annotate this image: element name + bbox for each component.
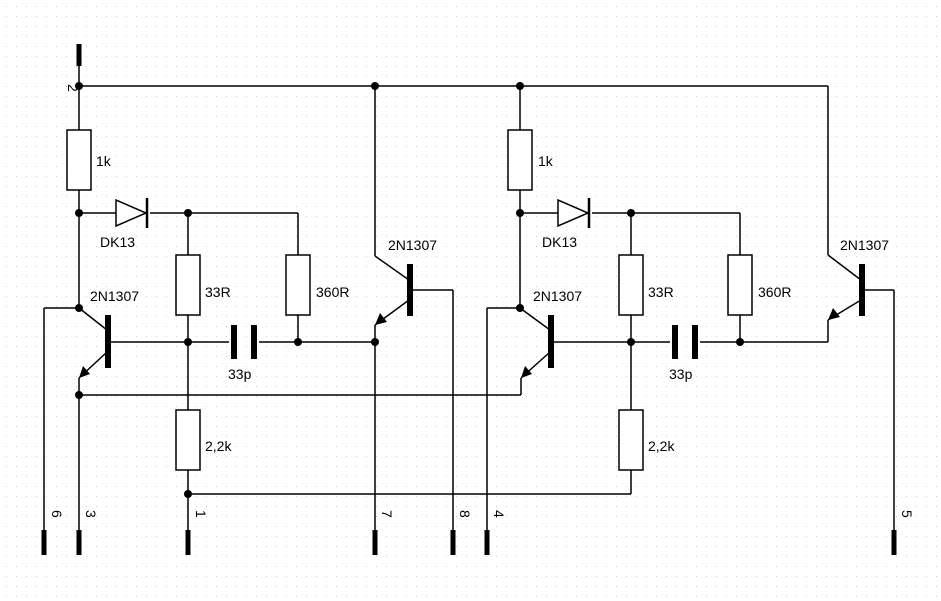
pin-stubs xyxy=(41,44,897,555)
left-label-diode: DK13 xyxy=(100,234,135,250)
left-capacitor-33p xyxy=(231,325,257,359)
right-label-r33: 33R xyxy=(648,284,674,300)
right-label-r-bottom: 2,2k xyxy=(648,438,675,454)
right-capacitor-33p xyxy=(672,325,698,359)
right-label-cap: 33p xyxy=(669,366,693,382)
left-label-q2: 2N1307 xyxy=(388,237,437,253)
left-label-r360: 360R xyxy=(316,284,349,300)
pin-label-4: 4 xyxy=(491,510,507,518)
left-transistor-q2 xyxy=(374,255,413,342)
right-transistor-q1 xyxy=(519,307,554,379)
wires xyxy=(43,66,895,530)
left-label-r-top: 1k xyxy=(96,153,112,169)
right-stage xyxy=(507,129,865,471)
right-transistor-q2 xyxy=(827,254,865,321)
pin-label-8: 8 xyxy=(457,510,473,518)
left-transistor-q1 xyxy=(78,307,111,395)
pin-label-7: 7 xyxy=(379,510,395,518)
left-diode-dk13 xyxy=(115,198,149,228)
right-label-diode: DK13 xyxy=(542,234,577,250)
left-resistor-2-2k xyxy=(175,409,201,471)
right-resistor-33r xyxy=(618,254,644,316)
right-resistor-1k xyxy=(507,129,533,191)
pin-label-6: 6 xyxy=(49,510,65,518)
left-label-r-bottom: 2,2k xyxy=(205,438,232,454)
right-label-r-top: 1k xyxy=(538,153,554,169)
left-label-q1: 2N1307 xyxy=(90,288,139,304)
left-stage xyxy=(66,129,413,471)
pin-label-1: 1 xyxy=(193,510,209,518)
left-label-cap: 33p xyxy=(228,366,252,382)
left-resistor-33r xyxy=(175,254,201,316)
right-label-q2: 2N1307 xyxy=(840,237,889,253)
left-label-r33: 33R xyxy=(205,284,231,300)
right-label-q1: 2N1307 xyxy=(533,288,582,304)
right-label-r360: 360R xyxy=(758,284,791,300)
left-resistor-360r xyxy=(285,254,311,316)
right-resistor-360r xyxy=(727,254,753,316)
pin-label-3: 3 xyxy=(83,510,99,518)
right-diode-dk13 xyxy=(557,198,591,228)
component-labels: 1k DK13 33R 360R 33p 2,2k 2N1307 2N1307 … xyxy=(90,153,889,454)
pin-label-5: 5 xyxy=(899,510,915,518)
right-resistor-2-2k xyxy=(618,409,644,471)
pin-label-2: 2 xyxy=(65,84,81,92)
left-resistor-1k xyxy=(66,129,92,191)
pin-labels: 2 6 3 1 7 8 4 5 xyxy=(49,84,915,518)
